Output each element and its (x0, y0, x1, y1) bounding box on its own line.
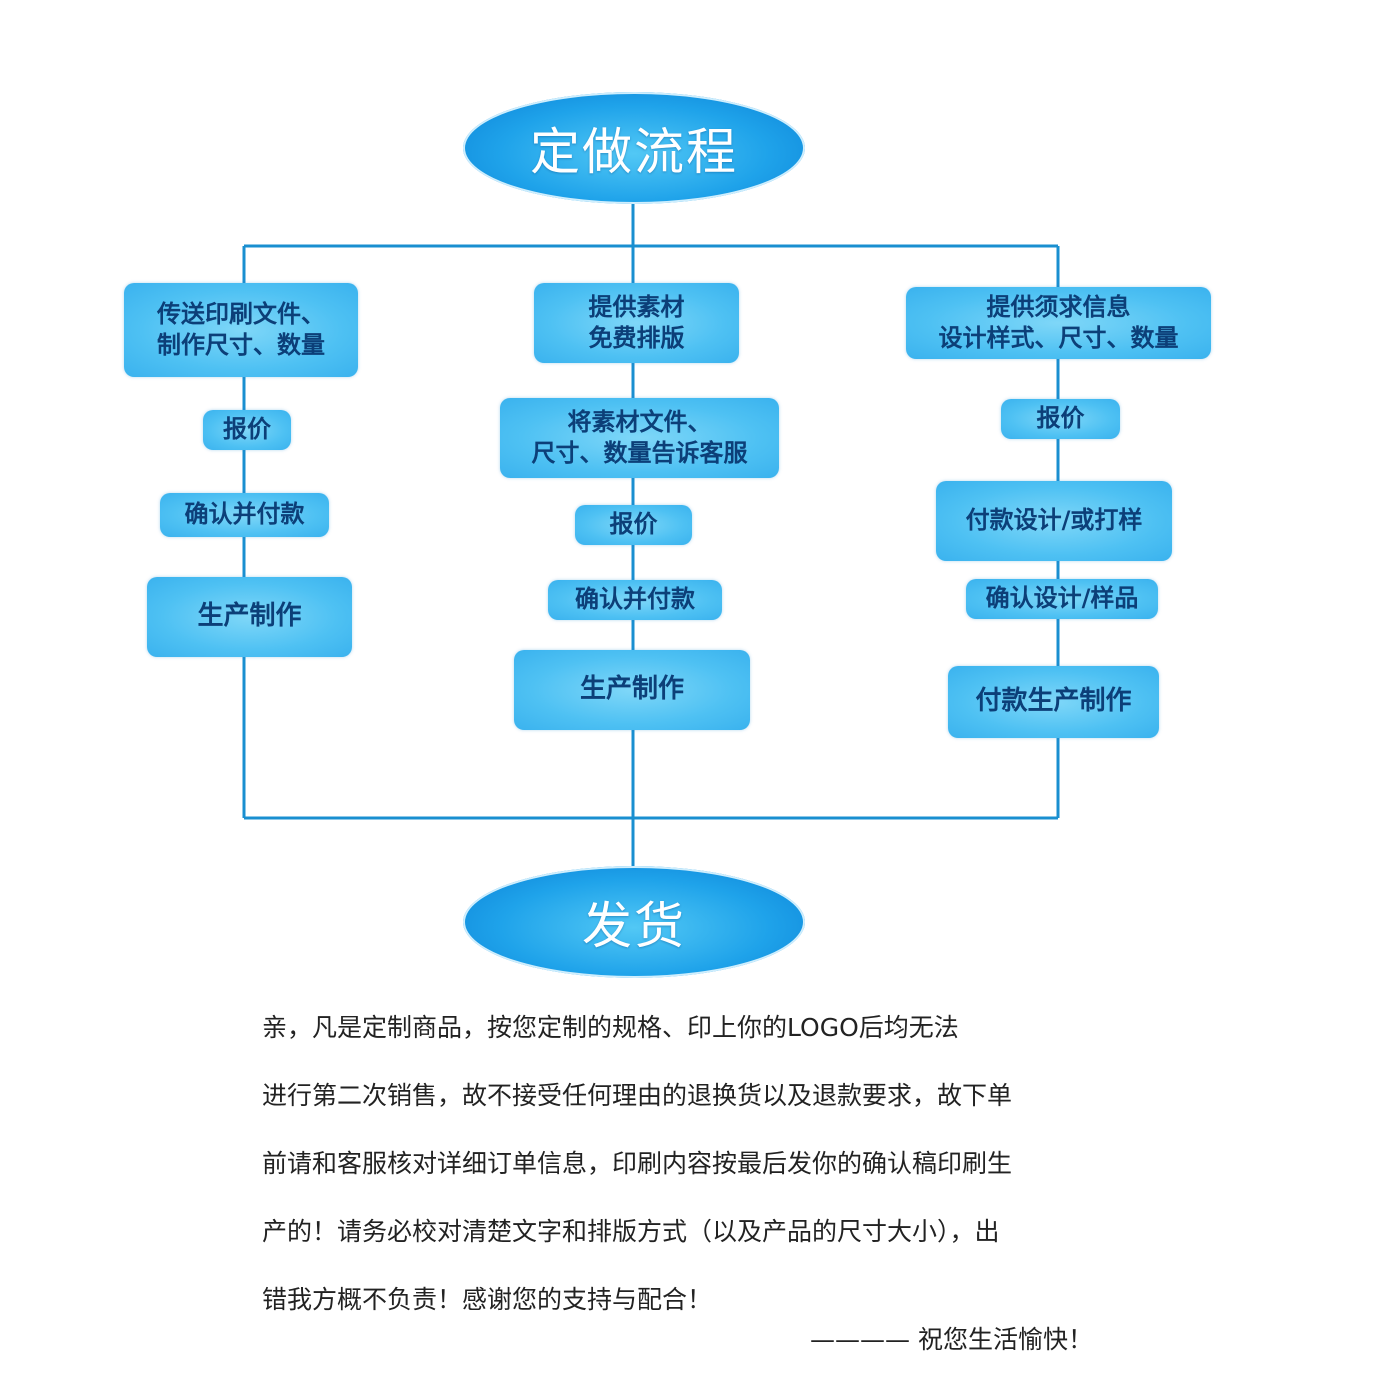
middle-step-tell-service-line2: 尺寸、数量告诉客服 (531, 439, 748, 467)
right-step-pay-production: 付款生产制作 (948, 666, 1159, 738)
notice-line-3: 前请和客服核对详细订单信息，印刷内容按最后发你的确认稿印刷生 (262, 1149, 1013, 1178)
middle-step-confirm-pay-label: 确认并付款 (575, 585, 695, 614)
middle-step-quote-label: 报价 (609, 510, 658, 539)
left-step-upload-files-line1: 传送印刷文件、 (157, 299, 325, 328)
right-step-confirm-design-label: 确认设计/样品 (985, 584, 1139, 613)
right-step-confirm-design: 确认设计/样品 (966, 579, 1158, 619)
left-step-production-label: 生产制作 (197, 601, 302, 632)
right-step-provide-requirements-line1: 提供须求信息 (986, 292, 1131, 321)
end-oval: 发货 (463, 866, 805, 978)
right-step-pay-design-label: 付款设计/或打样 (965, 506, 1143, 535)
right-step-provide-requirements: 提供须求信息 设计样式、尺寸、数量 (906, 287, 1211, 359)
middle-step-provide-material: 提供素材 免费排版 (534, 283, 739, 363)
right-step-pay-design: 付款设计/或打样 (936, 481, 1172, 561)
left-step-upload-files-line2: 制作尺寸、数量 (157, 331, 325, 359)
notice-line-5: 错我方概不负责！感谢您的支持与配合！ (262, 1285, 713, 1314)
middle-step-tell-service-line1: 将素材文件、 (567, 407, 712, 436)
start-label: 定做流程 (530, 123, 738, 181)
notice-line-4: 产的！请务必校对清楚文字和排版方式（以及产品的尺寸大小），出 (262, 1217, 1000, 1246)
middle-step-tell-service: 将素材文件、 尺寸、数量告诉客服 (500, 398, 779, 478)
middle-step-provide-material-line2: 免费排版 (588, 324, 685, 352)
left-step-quote: 报价 (203, 410, 291, 450)
middle-step-provide-material-line1: 提供素材 (588, 292, 685, 321)
middle-step-confirm-pay: 确认并付款 (548, 580, 722, 620)
right-step-provide-requirements-line2: 设计样式、尺寸、数量 (938, 324, 1179, 352)
middle-step-production: 生产制作 (514, 650, 750, 730)
right-step-quote-label: 报价 (1036, 404, 1085, 433)
left-step-quote-label: 报价 (223, 415, 271, 444)
middle-step-quote: 报价 (575, 505, 692, 545)
left-step-production: 生产制作 (147, 577, 352, 657)
notice-text: 亲，凡是定制商品，按您定制的规格、印上你的LOGO后均无法 进行第二次销售，故不… (262, 1008, 1162, 1348)
right-step-pay-production-label: 付款生产制作 (975, 686, 1132, 717)
notice-line-2: 进行第二次销售，故不接受任何理由的退换货以及退款要求，故下单 (262, 1081, 1013, 1110)
notice-line-1: 亲，凡是定制商品，按您定制的规格、印上你的LOGO后均无法 (262, 1013, 959, 1042)
right-step-quote: 报价 (1001, 399, 1120, 439)
left-step-confirm-pay-label: 确认并付款 (184, 500, 305, 529)
left-step-confirm-pay: 确认并付款 (160, 493, 329, 537)
middle-step-production-label: 生产制作 (579, 674, 684, 705)
signature: ———— 祝您生活愉快！ (810, 1325, 1093, 1354)
left-step-upload-files: 传送印刷文件、 制作尺寸、数量 (124, 283, 358, 377)
start-oval: 定做流程 (463, 92, 805, 204)
end-label: 发货 (582, 897, 686, 955)
